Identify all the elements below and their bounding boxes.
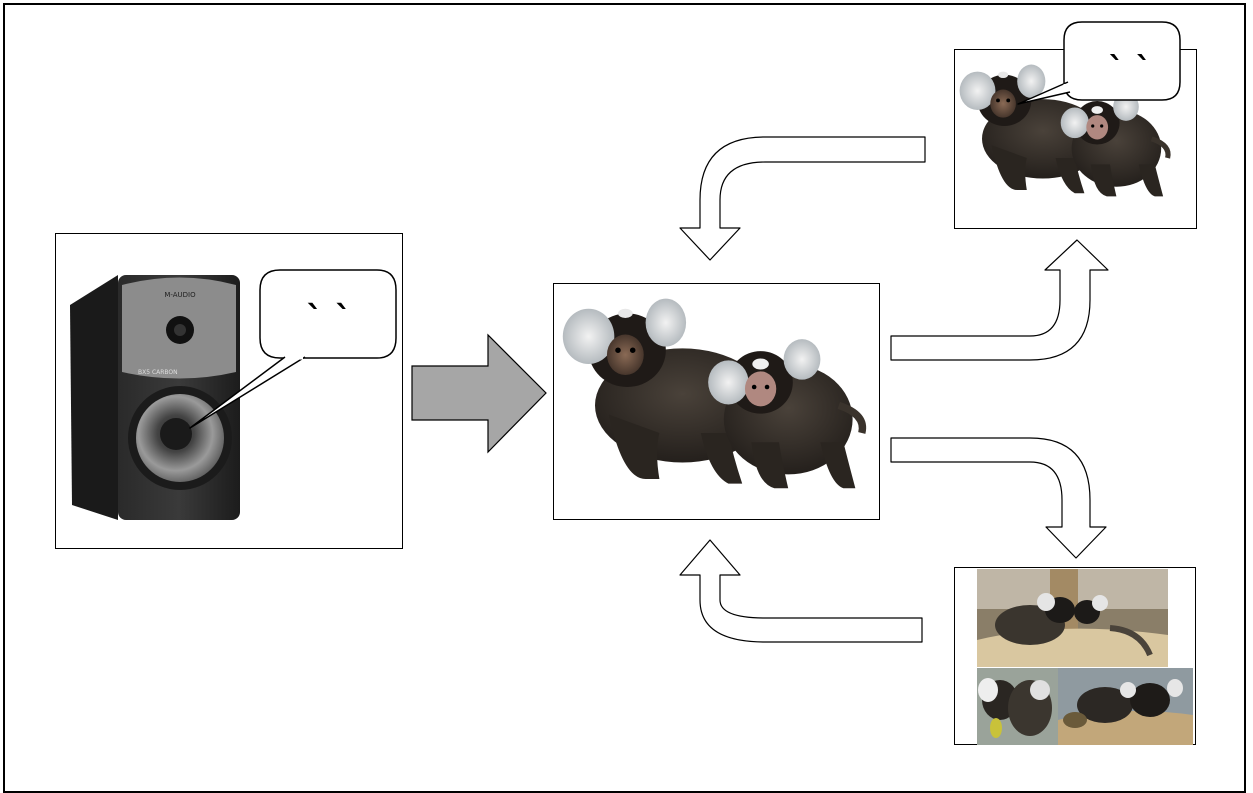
collage-photo-top: [977, 569, 1168, 667]
center-marmoset-image: [563, 299, 863, 489]
speaker-image: M-AUDIO BX5 CARBON: [70, 275, 240, 520]
marmoset-photo-collage: [977, 569, 1193, 745]
feedback-arrow-top: [679, 136, 926, 261]
marmoset-speech-bubble: ` `: [1017, 21, 1181, 105]
output-arrow-bottom: [890, 437, 1107, 559]
speaker-speech-bubble: ` `: [189, 269, 397, 429]
speaker-model-label: BX5 CARBON: [138, 369, 178, 376]
marmoset-bubble-text: ` `: [1108, 50, 1151, 88]
collage-photo-bottom-left: [977, 668, 1058, 745]
speaker-brand-label: M-AUDIO: [164, 291, 196, 299]
main-input-arrow: [411, 333, 547, 454]
output-arrow-top: [890, 239, 1109, 361]
speaker-bubble-text: ` `: [306, 299, 352, 339]
collage-photo-bottom-right: [1058, 668, 1193, 745]
feedback-arrow-bottom: [679, 539, 923, 643]
